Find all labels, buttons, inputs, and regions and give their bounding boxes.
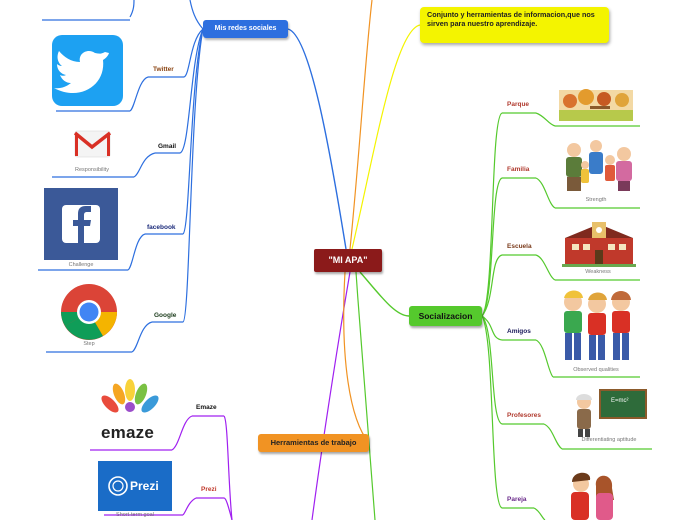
chrome-logo-icon	[61, 284, 117, 340]
branch-line-blue	[287, 28, 347, 250]
subtopic-escuela[interactable]: Escuela	[507, 243, 532, 250]
familia-caption: Strength	[585, 197, 607, 203]
branch-line-top-orange	[349, 0, 373, 250]
subtopic-parque[interactable]: Parque	[507, 101, 530, 108]
emaze-logo-icon	[101, 379, 159, 413]
couple-illustration-icon	[571, 472, 614, 520]
svg-text:E=mc²: E=mc²	[611, 398, 629, 404]
subtopic-emaze[interactable]: Emaze	[196, 404, 217, 411]
prezi-caption: Short-term goal	[116, 512, 154, 518]
branch-line-yellow	[351, 24, 421, 250]
branch-line-orange	[343, 271, 370, 444]
gmail-caption: Responsibility	[75, 167, 109, 173]
description-topic[interactable]: Conjunto y herramientas de informacion,q…	[420, 7, 609, 43]
emaze-logo-text: emaze	[101, 423, 154, 442]
central-topic[interactable]: "MI APA"	[314, 249, 382, 272]
branch-line-green-bottom	[355, 271, 376, 520]
friends-illustration-icon	[564, 290, 631, 360]
profesores-caption: Differentiating aptitude	[581, 437, 637, 443]
subtopic-twitter[interactable]: Twitter	[153, 66, 174, 73]
subtopic-google[interactable]: Google	[154, 312, 177, 319]
subtopic-familia[interactable]: Familia	[507, 166, 530, 173]
teacher-illustration-icon: E=mc²	[576, 389, 647, 437]
prezi-logo-text: Prezi	[130, 479, 159, 493]
twitter-logo-icon	[52, 35, 123, 106]
escuela-caption: Weakness	[585, 269, 611, 275]
subtopic-gmail[interactable]: Gmail	[158, 143, 177, 150]
facebook-logo-icon	[44, 188, 118, 260]
branch-line-green	[359, 271, 410, 317]
tools-topic[interactable]: Herramientas de trabajo	[258, 434, 369, 452]
school-illustration-icon	[562, 222, 636, 267]
park-illustration-icon	[559, 89, 633, 121]
google-caption: Step	[83, 341, 95, 347]
gmail-logo-icon	[73, 130, 112, 158]
socializacion-topic[interactable]: Socializacion	[409, 306, 482, 326]
branch-line-purple	[311, 271, 351, 520]
amigos-caption: Observed qualities	[573, 367, 619, 373]
facebook-caption: Challenge	[68, 262, 94, 268]
subtopic-prezi[interactable]: Prezi	[201, 486, 217, 493]
subtopic-amigos[interactable]: Amigos	[507, 328, 531, 335]
social-networks-topic[interactable]: Mis redes sociales	[203, 20, 288, 38]
subtopic-pareja[interactable]: Pareja	[507, 496, 527, 503]
family-illustration-icon	[566, 140, 632, 191]
subtopic-facebook[interactable]: facebook	[147, 224, 176, 231]
prezi-logo-icon	[98, 461, 172, 511]
subtopic-profesores[interactable]: Profesores	[507, 412, 541, 419]
